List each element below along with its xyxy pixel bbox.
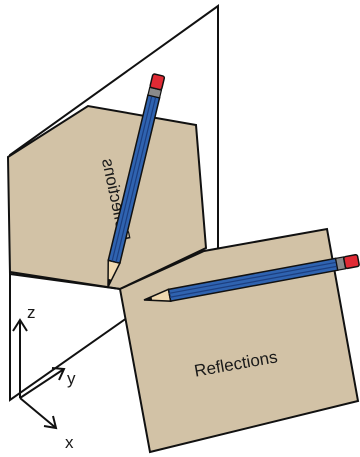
original-pencil-stripe-2 bbox=[169, 265, 338, 298]
y-axis-arrowhead bbox=[51, 367, 66, 381]
original-pencil-eraser bbox=[343, 253, 360, 270]
z-axis-label: z bbox=[27, 303, 36, 322]
x-axis-label: x bbox=[65, 433, 74, 452]
original-pencil bbox=[143, 253, 360, 303]
reflected-pencil-stripe-2 bbox=[115, 96, 157, 263]
reflected-pencil bbox=[107, 73, 166, 288]
x-axis-arrowhead bbox=[43, 415, 58, 430]
x-axis-line bbox=[19, 397, 57, 429]
y-axis-label: y bbox=[67, 369, 76, 388]
reflected-card bbox=[6, 104, 208, 291]
z-axis-arrowhead bbox=[12, 318, 28, 332]
reflected-pencil-stripe bbox=[111, 95, 153, 262]
original-card bbox=[118, 227, 360, 454]
y-axis-line bbox=[19, 368, 65, 399]
original-pencil-lead bbox=[144, 296, 153, 301]
reflected-pencil-eraser bbox=[149, 73, 166, 91]
axis-triad bbox=[12, 318, 66, 430]
original-pencil-stripe bbox=[169, 261, 337, 294]
mirror-base-edge bbox=[9, 271, 121, 290]
reflected-pencil-lead bbox=[107, 278, 112, 287]
